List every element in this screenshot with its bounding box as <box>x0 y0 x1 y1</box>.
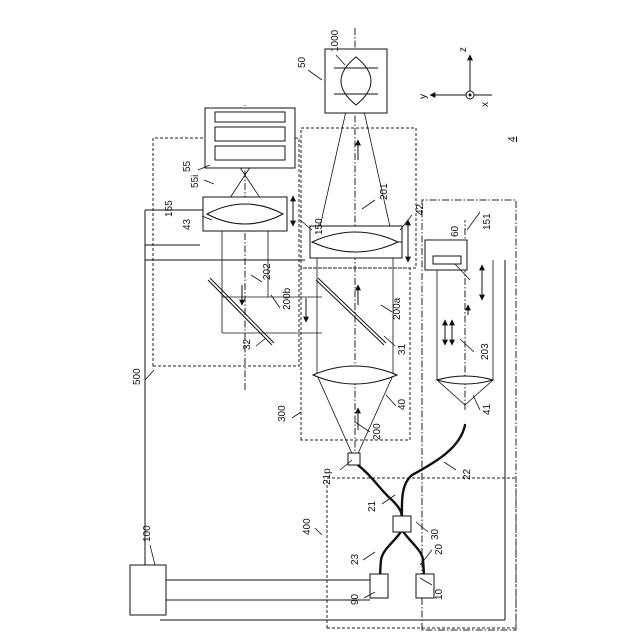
label-55i: 55i <box>190 175 201 188</box>
label-22: 22 <box>462 468 473 480</box>
figure-number: 4 <box>507 136 518 142</box>
axis-label-z: z <box>458 47 469 52</box>
label-55: 55 <box>182 160 193 172</box>
axis-indicator <box>430 55 492 99</box>
mirror-31 <box>316 280 384 345</box>
control-lines <box>145 210 505 620</box>
axis-label-y: y <box>418 94 429 99</box>
label-10: 10 <box>434 588 445 600</box>
label-32: 32 <box>242 338 253 350</box>
label-200a: 200a <box>392 297 403 320</box>
detector-55 <box>205 108 295 168</box>
detector-90 <box>370 574 388 598</box>
label-1000: 1000 <box>330 29 341 52</box>
label-42: 42 <box>415 203 426 215</box>
leaders <box>145 55 480 598</box>
light-source-10 <box>416 574 434 598</box>
label-43: 43 <box>182 218 193 230</box>
reference-mirror-60 <box>433 256 461 264</box>
unit-500-enclosure <box>153 138 299 366</box>
axis-label-x: x <box>480 102 491 107</box>
label-90: 90 <box>350 593 361 605</box>
label-202: 202 <box>262 263 273 280</box>
label-20: 20 <box>434 543 445 555</box>
beam-200b-202 <box>222 140 322 333</box>
coupler-30 <box>393 516 411 532</box>
lens-41 <box>437 376 493 384</box>
label-60: 60 <box>450 225 461 237</box>
mirror-32 <box>208 280 272 345</box>
label-500: 500 <box>132 368 143 385</box>
label-203: 203 <box>480 343 491 360</box>
label-21p: 21p <box>322 468 333 485</box>
fiber-end-21p <box>348 453 360 465</box>
label-100: 100 <box>142 525 153 542</box>
label-201: 201 <box>379 183 390 200</box>
label-200b: 200b <box>282 287 293 310</box>
lens-40 <box>313 366 397 384</box>
reference-mirror-60-holder <box>425 240 467 270</box>
label-151: 151 <box>482 213 493 230</box>
label-150: 150 <box>314 218 325 235</box>
label-21: 21 <box>367 500 378 512</box>
label-50: 50 <box>297 56 308 68</box>
label-30: 30 <box>430 528 441 540</box>
label-31: 31 <box>397 343 408 355</box>
label-41: 41 <box>482 403 493 415</box>
label-155: 155 <box>164 200 175 217</box>
controller-100 <box>130 565 166 615</box>
label-200: 200 <box>372 423 383 440</box>
label-300: 300 <box>277 405 288 422</box>
label-400: 400 <box>302 518 313 535</box>
label-23: 23 <box>350 553 361 565</box>
label-40: 40 <box>397 398 408 410</box>
